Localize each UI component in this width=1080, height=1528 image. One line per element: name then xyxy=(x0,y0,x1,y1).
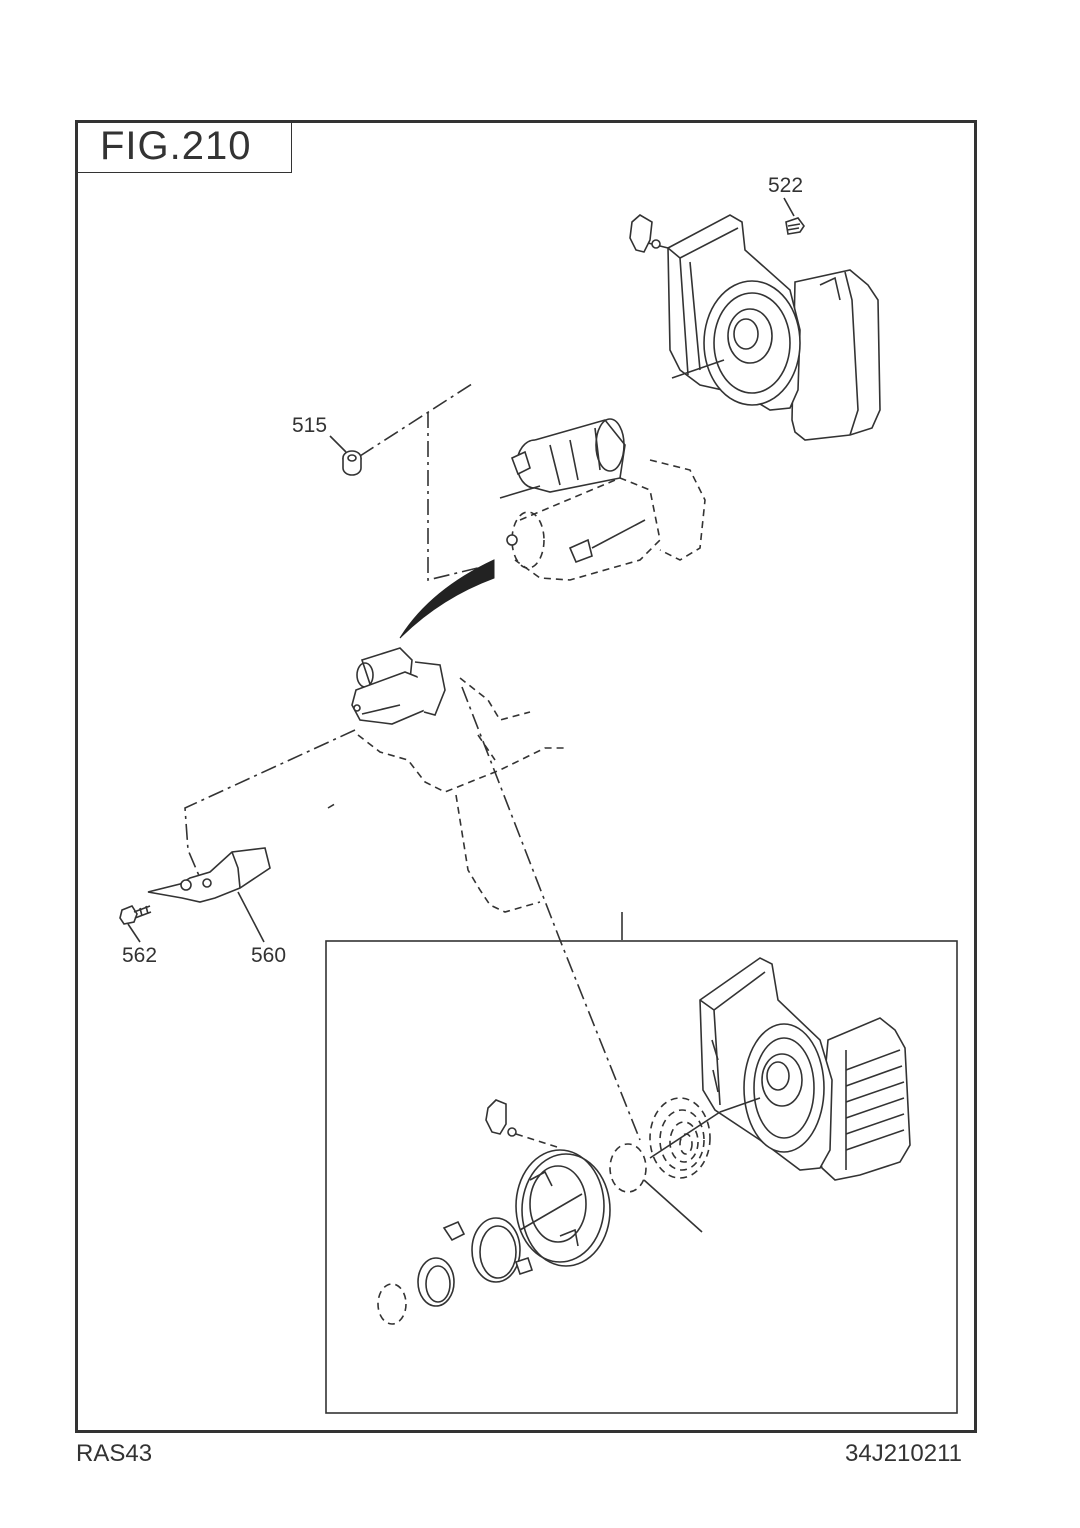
callout-562: 562 xyxy=(122,944,158,967)
spring-axis-line xyxy=(649,1111,721,1159)
recoil-reel xyxy=(515,1149,611,1267)
starter-motor-enlarged xyxy=(499,418,706,581)
spacer-515 xyxy=(329,435,362,476)
starter-motor-on-engine xyxy=(351,647,446,725)
footer-model-code: RAS43 xyxy=(76,1440,153,1467)
recoil-starter-housing-inset xyxy=(699,957,911,1181)
bracket-560 xyxy=(147,847,271,943)
callout-560: 560 xyxy=(251,944,287,967)
diagram-frame xyxy=(75,120,977,1433)
callout-522: 522 xyxy=(768,174,804,197)
magnify-indicator xyxy=(399,559,495,639)
callout-515: 515 xyxy=(292,414,328,437)
small-washer xyxy=(417,1257,455,1307)
bolt-562 xyxy=(119,905,152,943)
starter-handle xyxy=(485,1099,561,1149)
figure-title: FIG.210 xyxy=(100,124,252,168)
inset-box xyxy=(325,940,958,1414)
retaining-clip xyxy=(377,1283,407,1325)
ratchet-ring xyxy=(442,1217,534,1283)
washer-ring-dashed xyxy=(609,1143,647,1193)
footer-drawing-code: 34J210211 xyxy=(845,1440,962,1467)
engine-outline xyxy=(327,677,568,913)
figure-title-box xyxy=(76,121,292,173)
recoil-starter-housing-top xyxy=(629,197,881,441)
